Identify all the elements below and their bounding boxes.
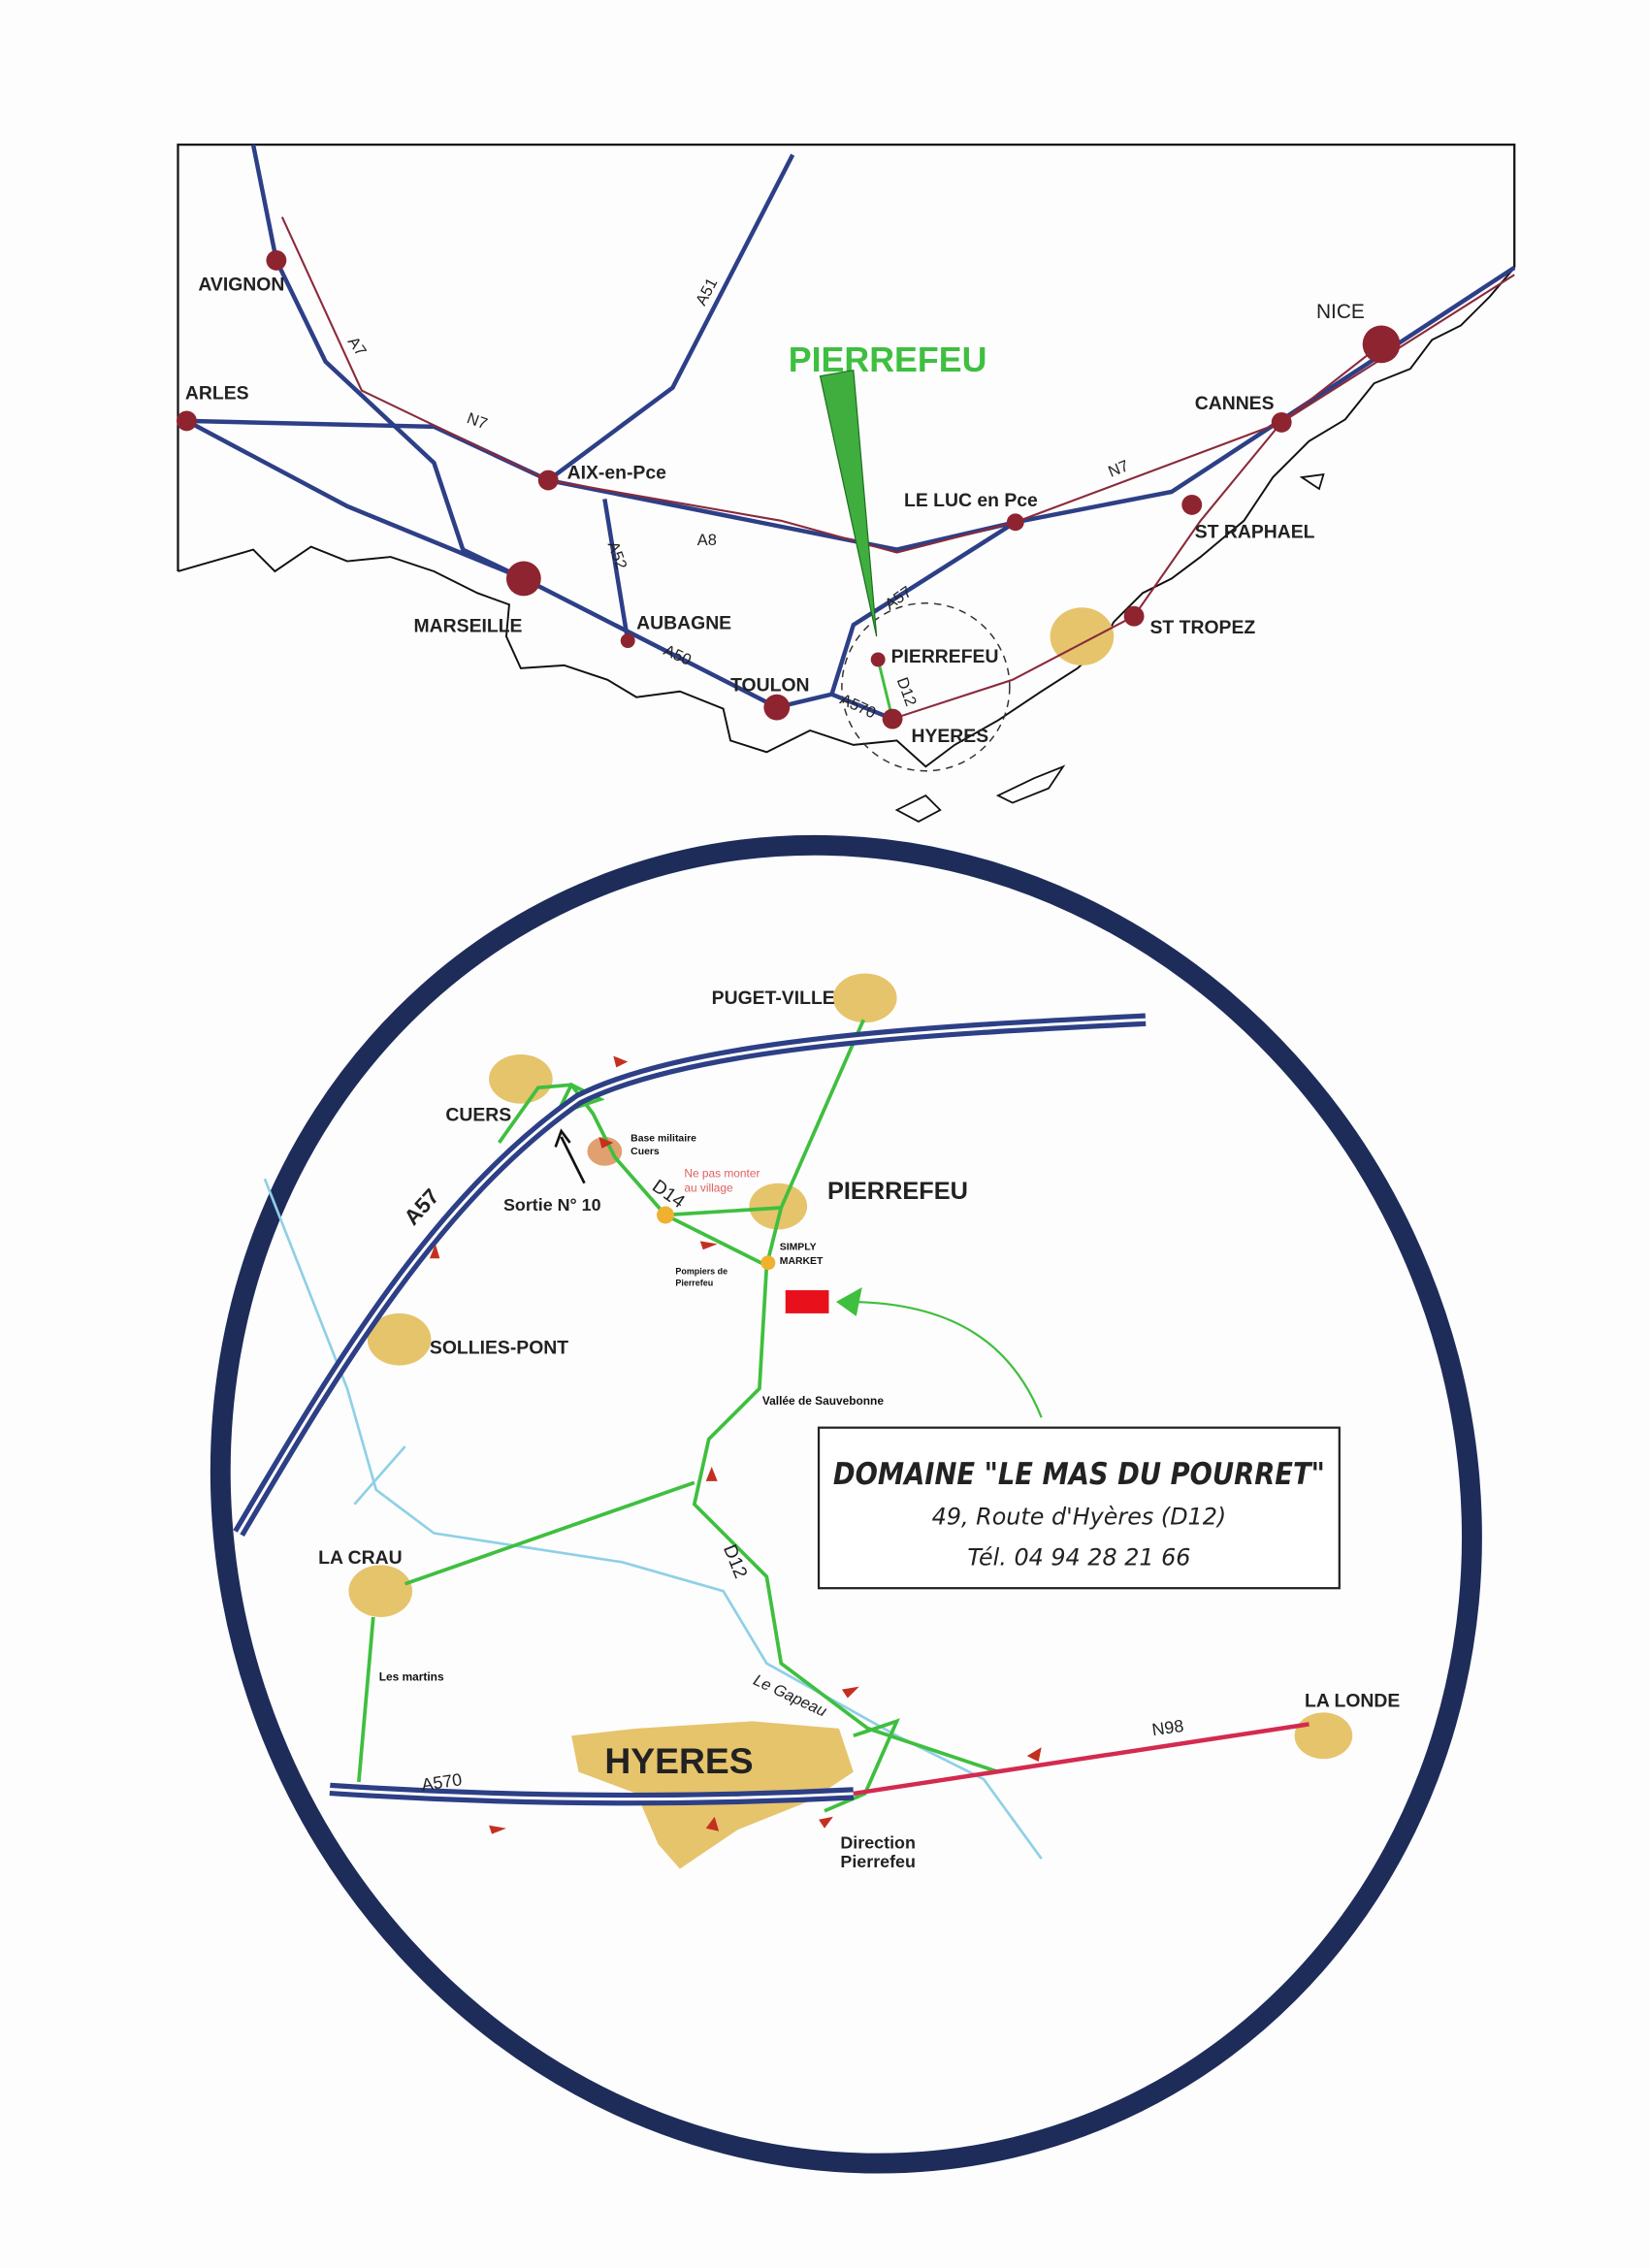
road-label-a570: A570 <box>837 691 878 722</box>
city-nice: NICE <box>1316 301 1365 323</box>
location-arrowhead-icon <box>835 1287 862 1316</box>
st-tropez-peninsula <box>1050 607 1115 665</box>
river-label: Le Gapeau <box>751 1671 829 1721</box>
direction-label-2: Pierrefeu <box>840 1852 916 1871</box>
island <box>894 473 1325 823</box>
road-label-a8: A8 <box>697 532 717 549</box>
detail-map: PUGET-VILLE CUERS PIERREFEU SOLLIES-PONT… <box>210 834 1482 2174</box>
pierrefeu-area-circle <box>841 602 1011 772</box>
road-label-d12: D12 <box>893 675 920 708</box>
road-label-n7-east: N7 <box>1106 457 1131 481</box>
warning-label-1: Ne pas monter <box>684 1167 760 1181</box>
warning-label-2: au village <box>684 1182 733 1195</box>
city-marseille: MARSEILLE <box>414 616 523 637</box>
coastline <box>178 267 1515 768</box>
firemen-label-2: Pierrefeu <box>675 1279 713 1288</box>
city-st-raphael: ST RAPHAEL <box>1195 522 1315 543</box>
road-label-d14: D14 <box>648 1176 689 1214</box>
direction-arrow-icons <box>429 1055 1042 1834</box>
road-label-a52: A52 <box>604 539 630 572</box>
city-toulon: TOULON <box>730 675 809 697</box>
local-roads <box>357 1019 999 1813</box>
n98-road <box>853 1722 1310 1797</box>
city-avignon: AVIGNON <box>198 275 284 296</box>
military-base-shape <box>587 1136 623 1166</box>
domaine-address: 49, Route d'Hyères (D12) <box>932 1504 1227 1531</box>
direction-label-1: Direction <box>840 1833 915 1853</box>
martins-label: Les martins <box>379 1670 444 1684</box>
firemen-label-1: Pompiers de <box>675 1267 728 1277</box>
domaine-phone: Tél. 04 94 28 21 66 <box>967 1543 1190 1571</box>
d12-road <box>876 659 894 720</box>
city-st-tropez: ST TROPEZ <box>1149 617 1255 638</box>
city-aix: AIX-en-Pce <box>567 463 667 484</box>
road-label-n98: N98 <box>1150 1716 1184 1739</box>
domaine-title: DOMAINE "LE MAS DU POURRET" <box>833 1457 1325 1492</box>
location-arrow-icon <box>846 1300 1043 1418</box>
market-label-1: SIMPLY <box>780 1242 817 1252</box>
valley-label: Vallée de Sauvebonne <box>762 1394 884 1408</box>
road-label-a57-detail: A57 <box>400 1184 444 1230</box>
road-label-a7: A7 <box>344 334 370 360</box>
simply-market-marker <box>760 1255 776 1271</box>
rivers <box>263 1178 1043 1860</box>
road-label-n7: N7 <box>465 409 490 433</box>
national-roads <box>280 216 1515 721</box>
pointer-arrow-icon <box>819 370 878 637</box>
city-pierrefeu: PIERREFEU <box>891 646 999 667</box>
town-la-crau: LA CRAU <box>318 1547 402 1569</box>
exit-label: Sortie N° 10 <box>503 1195 601 1215</box>
overview-map: AVIGNON ARLES AIX-en-Pce MARSEILLE AUBAG… <box>177 143 1516 823</box>
map-frame <box>177 143 1516 571</box>
detail-ring <box>210 834 1482 2174</box>
city-cannes: CANNES <box>1195 393 1275 414</box>
city-aubagne: AUBAGNE <box>636 613 731 634</box>
city-le-luc: LE LUC en Pce <box>904 490 1038 511</box>
town-cuers: CUERS <box>445 1105 511 1126</box>
junction-marker <box>657 1206 674 1224</box>
domaine-location-marker <box>785 1290 829 1313</box>
town-hyeres: HYERES <box>604 1740 753 1781</box>
town-sollies-pont: SOLLIES-PONT <box>430 1338 568 1359</box>
road-label-a50: A50 <box>661 641 694 669</box>
address-box: DOMAINE "LE MAS DU POURRET" 49, Route d'… <box>817 1426 1341 1590</box>
road-label-d12-detail: D12 <box>719 1541 752 1581</box>
town-pierrefeu: PIERREFEU <box>827 1178 968 1205</box>
highlight-pierrefeu: PIERREFEU <box>789 340 987 379</box>
base-label-1: Base militaire <box>630 1133 696 1144</box>
exit-arrow-icon <box>554 1128 586 1184</box>
city-markers <box>177 249 1401 729</box>
city-hyeres: HYERES <box>911 726 988 747</box>
base-label-2: Cuers <box>630 1147 660 1157</box>
market-label-2: MARKET <box>780 1256 824 1267</box>
city-arles: ARLES <box>185 383 249 405</box>
town-la-londe: LA LONDE <box>1305 1690 1400 1711</box>
town-puget-ville: PUGET-VILLE <box>712 988 835 1009</box>
